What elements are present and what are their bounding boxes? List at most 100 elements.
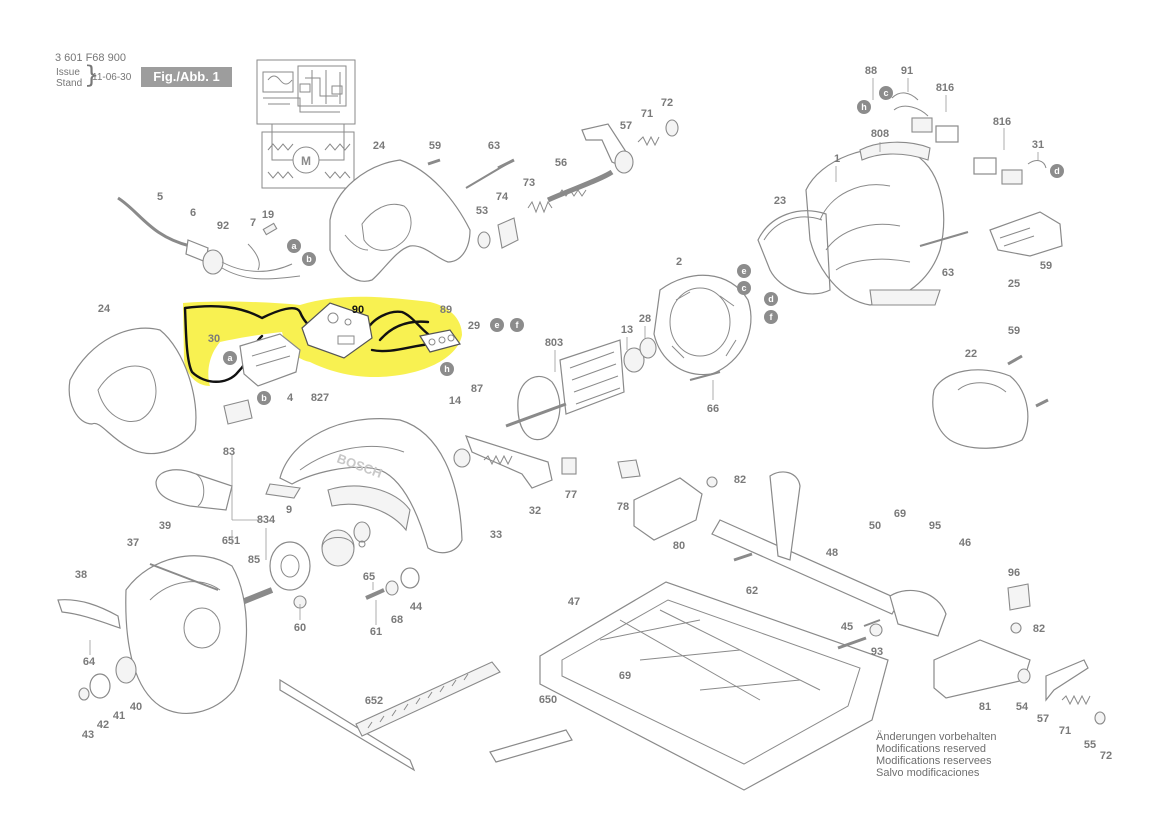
callout-23: 23: [774, 195, 786, 207]
svg-text:h: h: [444, 364, 450, 374]
callout-803: 803: [545, 337, 563, 349]
issue-label: Issue: [56, 67, 80, 78]
callout-652: 652: [365, 695, 383, 707]
callout-14: 14: [449, 395, 462, 407]
callout-31: 31: [1032, 139, 1044, 151]
callout-44: 44: [410, 601, 423, 613]
svg-text:c: c: [741, 283, 746, 293]
leader-lines: [89, 78, 1039, 655]
callout-71-top: 71: [641, 108, 653, 120]
connector-b-left: b: [257, 391, 271, 405]
svg-text:b: b: [306, 254, 312, 264]
callout-63-top: 63: [488, 140, 500, 152]
callout-65: 65: [363, 571, 375, 583]
svg-text:a: a: [291, 241, 297, 251]
connector-a-top: a: [287, 239, 301, 253]
callout-72-top: 72: [661, 97, 673, 109]
callout-53: 53: [476, 205, 488, 217]
callout-83: 83: [223, 446, 235, 458]
callout-1: 1: [834, 153, 840, 165]
callout-50: 50: [869, 520, 881, 532]
note-es: Salvo modificaciones: [876, 767, 980, 779]
tools-group: [279, 661, 573, 772]
callout-2: 2: [676, 256, 682, 268]
connector-e-harness: e: [490, 318, 504, 332]
callout-45: 45: [841, 621, 853, 633]
callout-30: 30: [208, 333, 220, 345]
callout-82-top: 82: [734, 474, 746, 486]
callout-834: 834: [257, 514, 276, 526]
part-651-bag: [155, 469, 301, 511]
svg-text:b: b: [261, 393, 267, 403]
document-number: 3 601 F68 900: [55, 52, 126, 64]
callout-55: 55: [1084, 739, 1096, 751]
callout-42: 42: [97, 719, 109, 731]
callout-19: 19: [262, 209, 274, 221]
callout-57-top: 57: [620, 120, 632, 132]
callout-48: 48: [826, 547, 838, 559]
parallel-guide-48: [711, 471, 947, 637]
connector-b-top: b: [302, 252, 316, 266]
callout-62: 62: [746, 585, 758, 597]
brace-icon: }: [84, 61, 100, 89]
callout-33: 33: [490, 529, 502, 541]
svg-text:f: f: [516, 320, 520, 330]
connector-c-stator: c: [737, 281, 751, 295]
svg-text:d: d: [768, 294, 774, 304]
svg-text:f: f: [770, 312, 774, 322]
part-89-terminal-block: [419, 329, 461, 353]
highlight-group: [183, 296, 462, 386]
svg-text:d: d: [1054, 166, 1060, 176]
callout-24-left: 24: [98, 303, 111, 315]
bottom-right-group: [837, 583, 1106, 725]
callout-89: 89: [440, 304, 452, 316]
callout-651: 651: [222, 535, 240, 547]
callout-39: 39: [159, 520, 171, 532]
callout-28: 28: [639, 313, 651, 325]
connector-d-stator: d: [764, 292, 778, 306]
connector-h-harness: h: [440, 362, 454, 376]
callout-24-top: 24: [373, 140, 386, 152]
callout-4: 4: [287, 392, 294, 404]
issue-date: 11-06-30: [92, 72, 132, 83]
callout-85: 85: [248, 554, 260, 566]
lower-guard-37: [57, 555, 248, 714]
callout-59-right: 59: [1040, 260, 1052, 272]
motor-housing-group: [757, 141, 1063, 306]
callout-47: 47: [568, 596, 580, 608]
callout-80: 80: [673, 540, 685, 552]
note-en: Modifications reserved: [876, 743, 987, 755]
callout-25: 25: [1008, 278, 1020, 290]
top-middle-hardware: [427, 119, 679, 249]
callout-72-bottom: 72: [1100, 750, 1112, 762]
callout-650: 650: [539, 694, 557, 706]
callout-5: 5: [157, 191, 163, 203]
callout-816-top: 816: [936, 82, 954, 94]
callout-6: 6: [190, 207, 196, 219]
callout-32: 32: [529, 505, 541, 517]
callout-56: 56: [555, 157, 567, 169]
part-90-switch-box: [301, 302, 373, 359]
callout-88: 88: [865, 65, 877, 77]
connector-a-left: a: [223, 351, 237, 365]
callout-78: 78: [617, 501, 629, 513]
callout-60: 60: [294, 622, 306, 634]
callout-29: 29: [468, 320, 480, 332]
callout-7: 7: [250, 217, 256, 229]
callout-9: 9: [286, 504, 292, 516]
power-cable-group: [117, 196, 301, 280]
callout-66: 66: [707, 403, 719, 415]
callout-63-right: 63: [942, 267, 954, 279]
modifications-notes: Änderungen vorbehalten Modifications res…: [876, 731, 996, 779]
part-22-cover: [932, 354, 1049, 449]
callout-57-bottom: 57: [1037, 713, 1049, 725]
callout-91: 91: [901, 65, 913, 77]
figure-badge: Fig./Abb. 1: [141, 67, 232, 87]
callout-69-bottom: 69: [619, 670, 631, 682]
callout-77: 77: [565, 489, 577, 501]
callout-40: 40: [130, 701, 142, 713]
wiring-schematic: M: [256, 59, 356, 189]
handle-24-top: [329, 159, 471, 282]
